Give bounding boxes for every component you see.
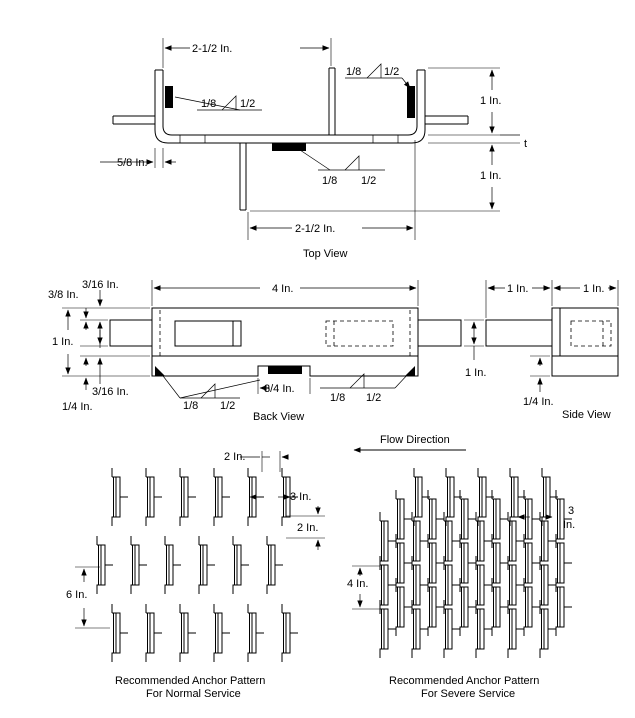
normal-caption-line2: For Normal Service <box>146 688 241 700</box>
normal-anchor-pattern: 2 In. 3 In. 2 In. 6 In. Recommended Anch… <box>66 451 325 700</box>
top-weld-left-length: 1/2 <box>240 98 255 110</box>
flow-direction: Flow Direction <box>353 434 466 453</box>
back-weld-left-length: 1/2 <box>220 400 235 412</box>
top-dim-width-lower: 2-1/2 In. <box>295 223 335 235</box>
severe-dim-h-value: 3 <box>568 505 574 517</box>
severe-dim-v: 4 In. <box>347 578 368 590</box>
back-weld-left-size: 1/8 <box>183 400 198 412</box>
normal-caption-line1: Recommended Anchor Pattern <box>115 675 265 687</box>
back-weld-right-size: 1/8 <box>330 392 345 404</box>
side-dim-right: 1 In. <box>583 283 604 295</box>
back-dim-bottom-b: 1/4 In. <box>62 401 93 413</box>
normal-dim-row: 2 In. <box>297 522 318 534</box>
back-dim-top-a: 3/8 In. <box>48 289 79 301</box>
top-dim-height-lower: 1 In. <box>480 170 501 182</box>
back-view: 4 In. 1 In. 3/16 In. 3/8 In. 3/16 In. 1/… <box>48 279 462 423</box>
normal-dim-h: 3 In. <box>290 491 311 503</box>
normal-dim-col: 2 In. <box>224 451 245 463</box>
top-weld-bottom-size: 1/8 <box>322 175 337 187</box>
normal-dim-v: 6 In. <box>66 589 87 601</box>
severe-caption-line2: For Severe Service <box>421 688 515 700</box>
side-dim-bottom: 1/4 In. <box>523 396 554 408</box>
top-weld-left-size: 1/8 <box>201 98 216 110</box>
back-dim-width: 4 In. <box>272 283 293 295</box>
severe-dim-h-unit: In. <box>563 519 575 531</box>
top-weld-right-size: 1/8 <box>346 66 361 78</box>
top-weld-bottom-length: 1/2 <box>361 175 376 187</box>
top-thickness-label: t <box>524 138 527 150</box>
side-dim-height: 1 In. <box>465 367 486 379</box>
top-dim-height-upper: 1 In. <box>480 95 501 107</box>
flow-direction-label: Flow Direction <box>380 434 450 446</box>
side-view-caption: Side View <box>562 409 611 421</box>
top-view: 2-1/2 In. 2-1/2 In. 1 In. 1 In. t 5/8 In… <box>100 38 527 260</box>
severe-caption-line1: Recommended Anchor Pattern <box>389 675 539 687</box>
top-dim-width-upper: 2-1/2 In. <box>192 43 232 55</box>
back-view-caption: Back View <box>253 411 304 423</box>
side-view: 1 In. 1 In. 1 In. 1/4 In. Side View <box>464 280 619 421</box>
severe-anchor-pattern: 3 In. 4 In. Recommended Anchor Pattern F… <box>347 467 575 700</box>
back-dim-gap: 3/4 In. <box>264 383 295 395</box>
back-weld-right-length: 1/2 <box>366 392 381 404</box>
back-dim-top-b: 3/16 In. <box>82 279 119 291</box>
top-weld-right-length: 1/2 <box>384 66 399 78</box>
top-view-caption: Top View <box>303 248 347 260</box>
top-dim-tab: 5/8 In. <box>117 157 148 169</box>
back-dim-height: 1 In. <box>52 336 73 348</box>
side-dim-left: 1 In. <box>507 283 528 295</box>
back-dim-bottom-a: 3/16 In. <box>92 386 129 398</box>
